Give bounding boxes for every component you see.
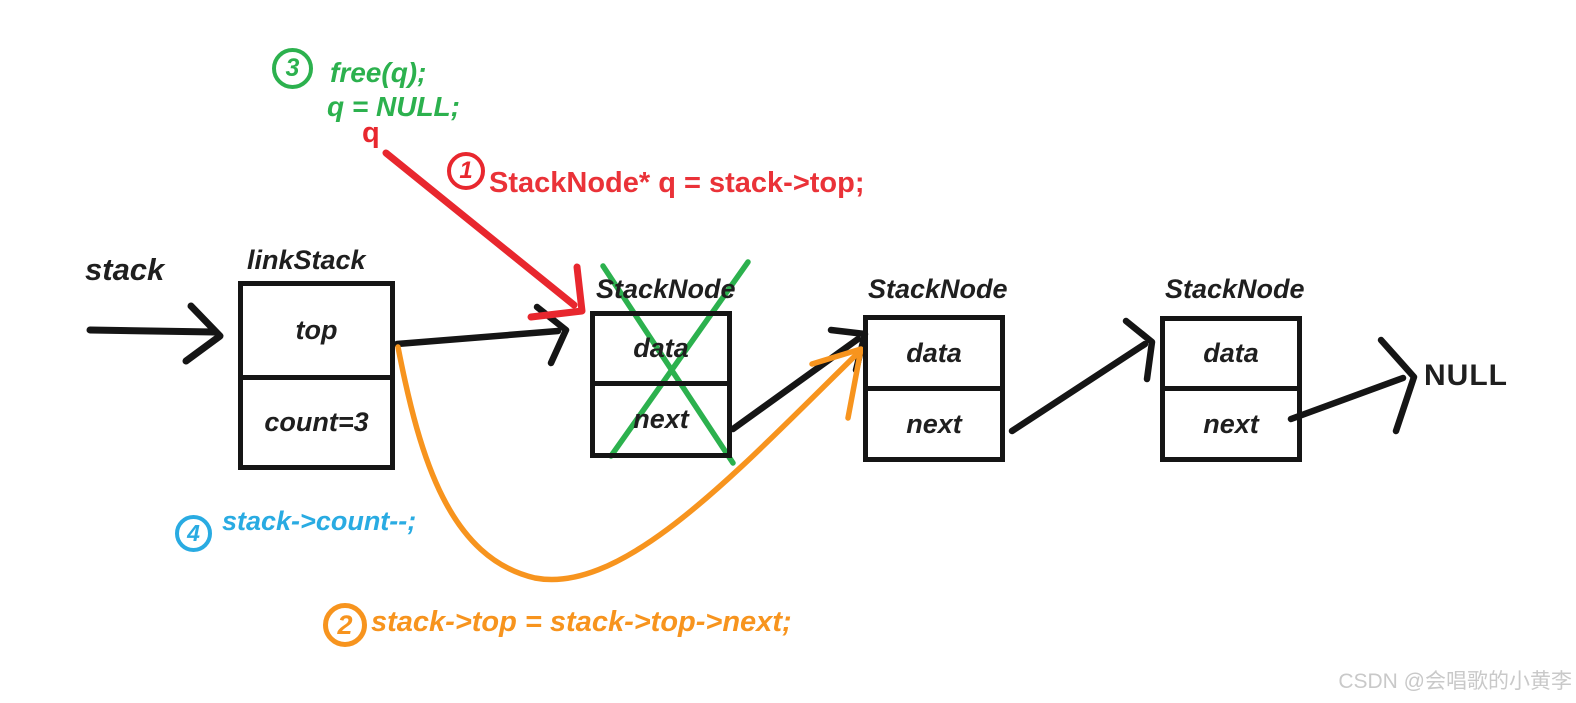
stacknode3-next-field: next: [1165, 386, 1297, 457]
step3-code-line2: q = NULL;: [327, 91, 460, 122]
stack-pointer-label: stack: [85, 252, 165, 287]
node1-next-arrow: [729, 326, 869, 433]
top-pointer-arrow: [393, 303, 570, 367]
stacknode1-data-field: data: [633, 333, 689, 363]
step4-number-badge: 4: [175, 515, 212, 552]
q-pointer-label: q: [362, 117, 380, 149]
stacknode1-title: StackNode: [596, 274, 736, 304]
linkstack-count-field: count=3: [243, 375, 390, 465]
stacknode1-next-field: next: [595, 381, 727, 453]
stacknode3-title: StackNode: [1165, 274, 1305, 304]
node2-next-arrow: [1008, 317, 1156, 435]
step1-code: StackNode* q = stack->top;: [489, 167, 865, 199]
stacknode2-box: data next: [863, 315, 1005, 462]
stack-pointer-arrow: [86, 302, 224, 365]
null-terminator-label: NULL: [1424, 359, 1508, 392]
stacknode2-next-field: next: [868, 386, 1000, 457]
node3-next-arrow: [1287, 336, 1418, 435]
stacknode1-box: data next: [590, 311, 732, 458]
stacknode2-data-field: data: [906, 337, 962, 368]
step4-code: stack->count--;: [222, 506, 417, 536]
step2-code: stack->top = stack->top->next;: [371, 606, 792, 638]
stacknode3-box: data next: [1160, 316, 1302, 462]
step1-number-badge: 1: [447, 152, 485, 190]
stacknode3-data-field: data: [1203, 338, 1259, 368]
step2-number-badge: 2: [323, 603, 367, 647]
csdn-watermark: CSDN @会唱歌的小黄李: [1338, 670, 1572, 693]
step3-number-badge: 3: [272, 48, 313, 89]
linkstack-top-field: top: [295, 315, 338, 345]
linkstack-title: linkStack: [247, 245, 366, 275]
step3-code-line1: free(q);: [330, 57, 427, 88]
linkstack-box: top count=3: [238, 281, 395, 470]
stacknode2-title: StackNode: [868, 274, 1008, 304]
